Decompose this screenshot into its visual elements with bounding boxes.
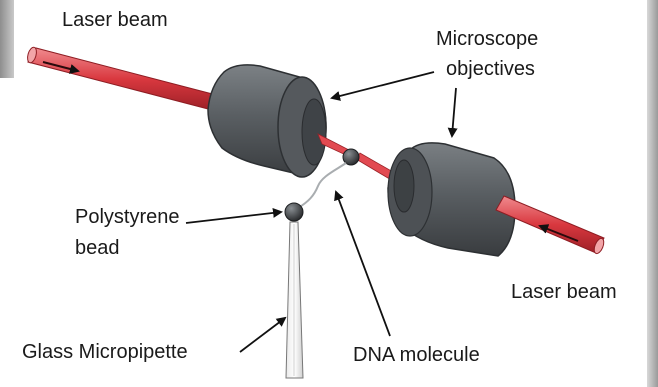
arrow-dna — [336, 192, 390, 336]
label-microscope-objectives-line2: objectives — [446, 57, 535, 81]
microscope-objective-right — [388, 143, 515, 256]
label-microscope-objectives-line1: Microscope — [436, 27, 538, 51]
arrow-microscope-right — [452, 88, 456, 136]
arrow-pipette — [240, 318, 285, 352]
arrow-polystyrene — [186, 212, 281, 223]
pipette-bead — [285, 203, 303, 221]
glass-micropipette — [286, 222, 303, 378]
microscope-objective-left — [208, 65, 326, 177]
label-polystyrene-bead-line1: Polystyrene — [75, 205, 180, 229]
label-polystyrene-bead-line2: bead — [75, 236, 120, 260]
label-dna-molecule: DNA molecule — [353, 343, 480, 367]
laser-beam-left — [26, 46, 220, 110]
label-glass-micropipette: Glass Micropipette — [22, 340, 188, 364]
label-laser-beam-top: Laser beam — [62, 8, 168, 32]
label-laser-beam-right: Laser beam — [511, 280, 617, 304]
arrow-microscope-left — [332, 72, 434, 98]
